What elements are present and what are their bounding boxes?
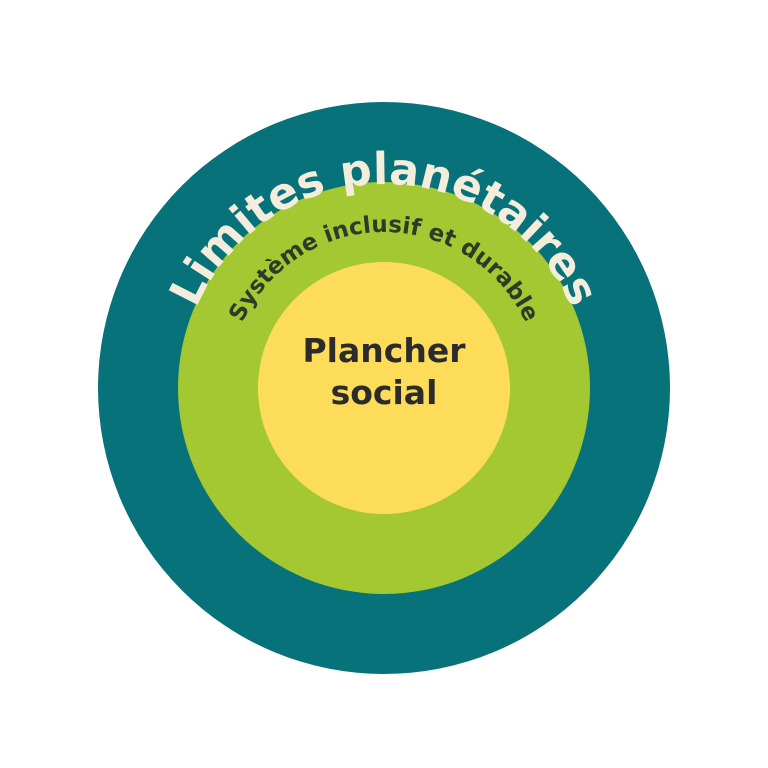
core-circle-plancher-social	[258, 262, 510, 514]
core-label: Plancher social	[259, 330, 509, 414]
core-label-line-1: Plancher	[302, 331, 466, 370]
core-label-line-2: social	[330, 373, 438, 412]
